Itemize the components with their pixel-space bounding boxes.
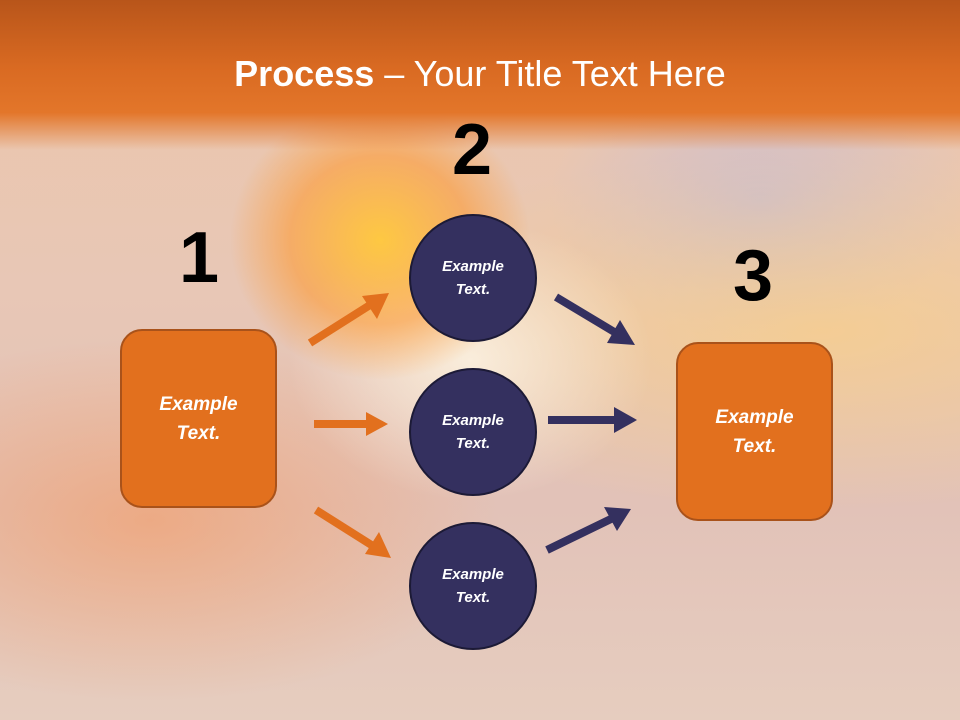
circle-top-text: Example Text. xyxy=(442,258,504,298)
arrowhead-down-right-navy-icon xyxy=(607,320,635,345)
step-box-1-text: Example Text. xyxy=(159,393,238,444)
arrowhead-right-icon xyxy=(366,412,388,436)
arrow-up-right-navy-icon xyxy=(545,514,615,554)
arrow-down-right-icon xyxy=(313,506,376,550)
circle-middle: Example Text. xyxy=(409,368,537,496)
orange-arrowheads xyxy=(362,293,391,558)
orange-arrows xyxy=(307,301,376,550)
title-rest: Your Title Text Here xyxy=(413,53,726,94)
step-number-3: 3 xyxy=(732,236,774,316)
circle-bottom: Example Text. xyxy=(409,522,537,650)
navy-arrowheads xyxy=(604,320,637,531)
circle-middle-text: Example Text. xyxy=(442,412,504,452)
arrow-up-right-icon xyxy=(307,301,373,347)
arrow-down-right-navy-icon xyxy=(553,293,619,337)
circle-top: Example Text. xyxy=(409,214,537,342)
title-dash: – xyxy=(374,53,414,94)
title-bold: Process xyxy=(234,53,375,94)
step-number-2: 2 xyxy=(451,110,493,190)
slide-title: Process – Your Title Text Here xyxy=(0,52,960,96)
step-box-1: Example Text. xyxy=(120,329,277,508)
title-band xyxy=(0,0,960,150)
step-box-3-text: Example Text. xyxy=(715,406,794,457)
circle-bottom-text: Example Text. xyxy=(442,566,504,606)
arrowhead-right-navy-icon xyxy=(614,407,637,433)
arrowhead-up-right-icon xyxy=(362,293,389,319)
arrowhead-down-right-icon xyxy=(365,532,391,558)
arrowhead-up-right-navy-icon xyxy=(604,507,631,531)
step-number-1: 1 xyxy=(178,218,220,298)
navy-arrows xyxy=(545,293,619,554)
step-box-3: Example Text. xyxy=(676,342,833,521)
